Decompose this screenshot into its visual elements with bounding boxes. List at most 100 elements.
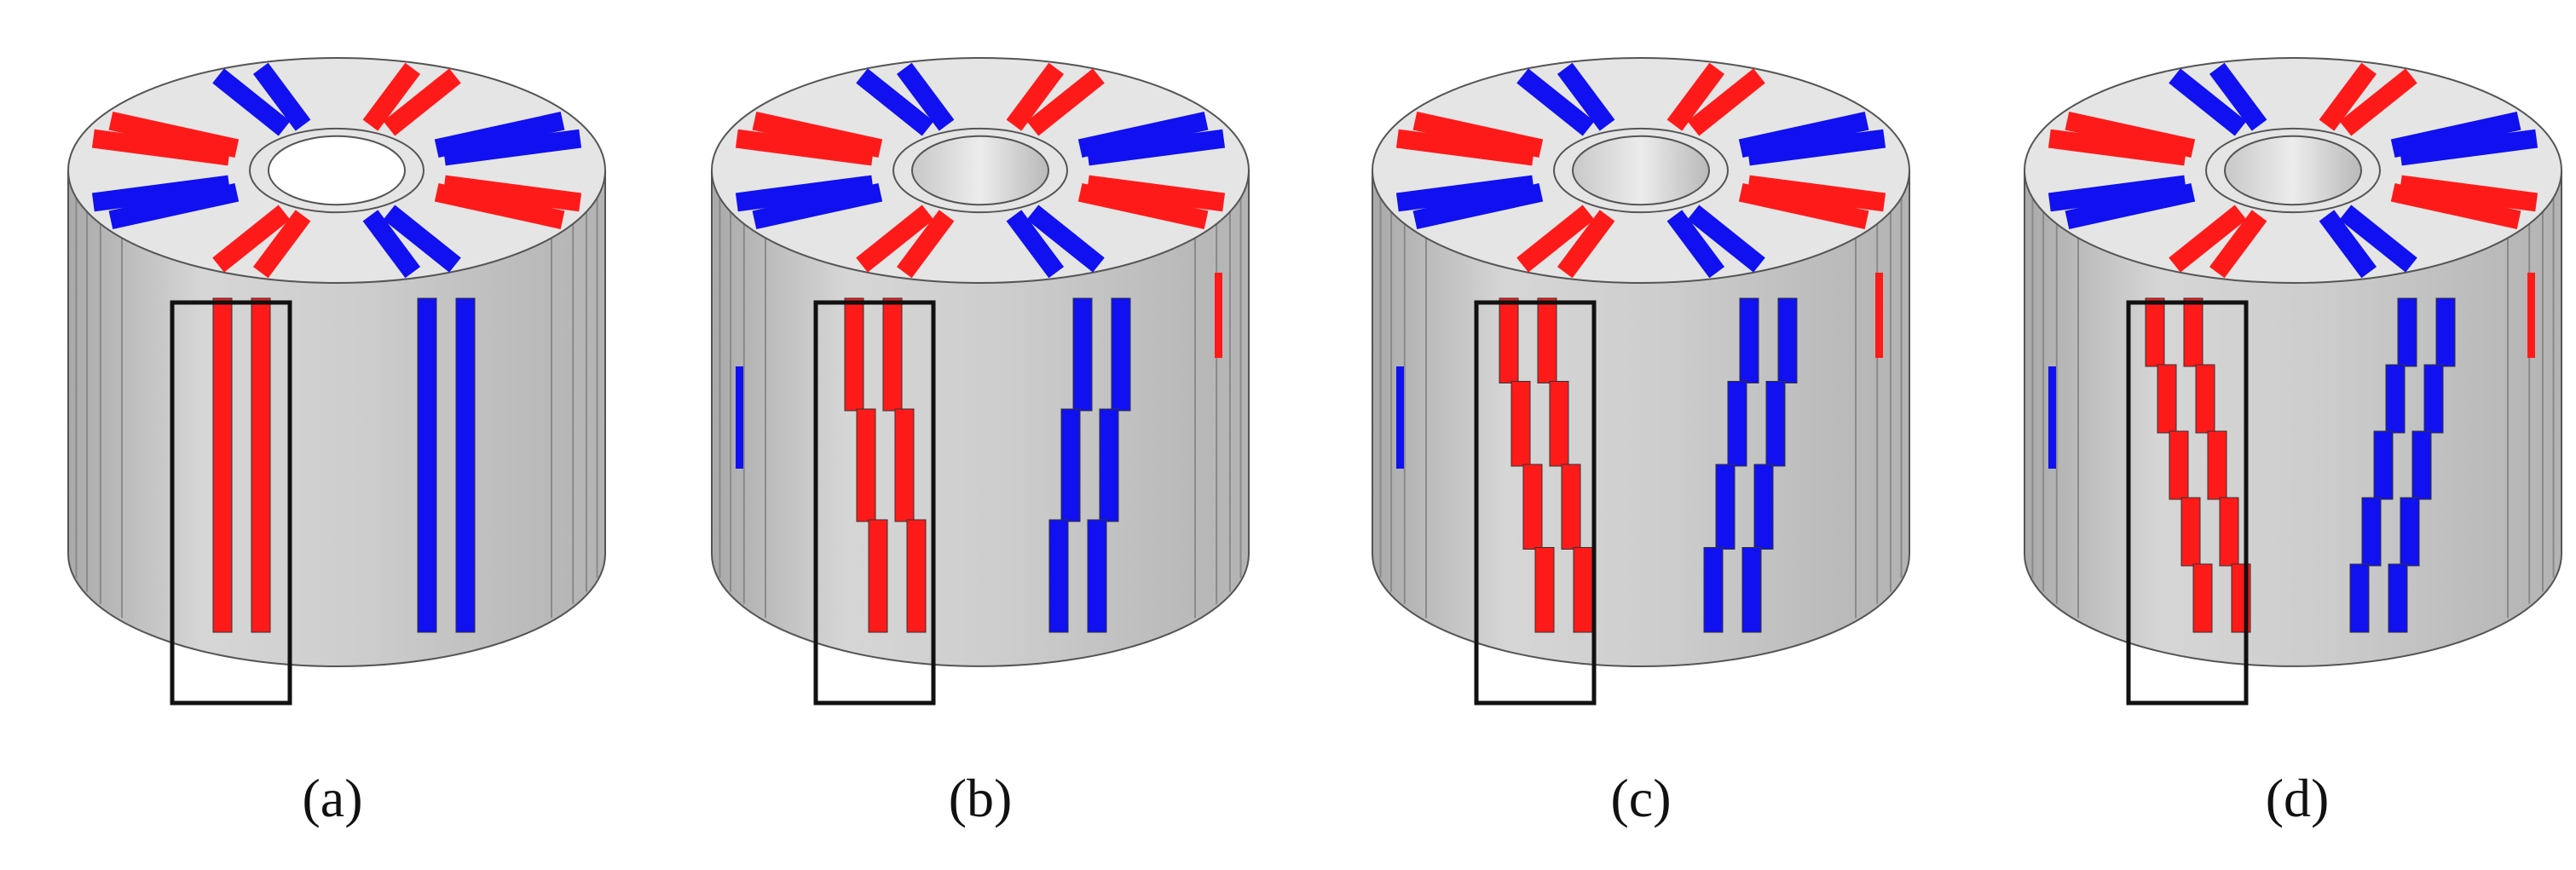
shaft-hole <box>911 135 1049 206</box>
top-magnet <box>1395 129 1535 166</box>
top-magnet <box>434 112 565 158</box>
top-magnet <box>1738 112 1869 158</box>
top-magnet <box>1086 175 1226 212</box>
magnet-strip-red <box>2169 430 2189 500</box>
top-magnet <box>383 68 461 136</box>
top-magnet <box>2390 112 2521 158</box>
top-magnet <box>2339 68 2417 136</box>
top-magnet <box>735 175 875 212</box>
magnet-strip-red <box>251 297 271 633</box>
magnet-strip-blue <box>1727 381 1747 467</box>
magnet-strip-blue <box>1111 297 1131 412</box>
magnet-strip-red <box>2195 364 2215 434</box>
top-magnet <box>1687 205 1765 273</box>
caption-b: (b) <box>948 768 1013 828</box>
caption-a: (a) <box>302 768 363 828</box>
caption-c: (c) <box>1610 768 1672 828</box>
top-magnet <box>442 175 582 212</box>
magnet-strip-blue <box>2361 497 2382 567</box>
top-magnet <box>1412 182 1544 229</box>
top-magnet <box>2339 205 2417 273</box>
top-magnet <box>1026 68 1105 136</box>
rotor-2 <box>1372 57 1910 706</box>
top-magnet <box>434 182 565 229</box>
top-magnet <box>1077 112 1209 158</box>
top-magnet <box>252 62 311 131</box>
rotor-1 <box>711 57 1250 706</box>
top-magnet <box>896 62 955 131</box>
top-magnet <box>1747 129 1886 166</box>
shaft-hole <box>268 135 406 206</box>
top-magnet <box>752 182 883 229</box>
top-magnet <box>1077 182 1209 229</box>
edge-magnet-blue <box>736 366 743 469</box>
magnet-strip-blue <box>2400 497 2420 567</box>
rotor-0 <box>67 57 606 706</box>
highlight-box <box>2126 300 2249 706</box>
top-magnet <box>1412 112 1544 158</box>
rotor-side <box>1372 170 1910 667</box>
rotor-3 <box>2024 57 2562 706</box>
magnet-strip-red <box>2183 297 2203 367</box>
magnet-strip-red <box>1510 381 1531 467</box>
top-magnet <box>1666 210 1725 279</box>
top-magnet <box>1516 68 1595 136</box>
magnet-strip-red <box>856 408 876 522</box>
top-magnet <box>362 62 421 131</box>
magnet-strip-red <box>1561 464 1581 550</box>
rotor-side <box>2024 170 2562 667</box>
top-magnet <box>2169 205 2247 273</box>
top-magnet <box>91 129 231 166</box>
magnet-strip-blue <box>1715 464 1736 550</box>
magnet-strip-blue <box>2385 364 2406 434</box>
top-magnet <box>752 112 883 158</box>
magnet-strip-red <box>2157 364 2177 434</box>
magnet-strip-red <box>844 297 864 412</box>
top-magnet <box>1006 210 1065 279</box>
top-magnet <box>2209 210 2267 279</box>
top-magnet <box>1687 68 1765 136</box>
top-magnet <box>2065 182 2196 229</box>
magnet-strip-red <box>1534 547 1555 633</box>
top-magnet <box>2169 68 2247 136</box>
magnet-strip-blue <box>1765 381 1786 467</box>
magnet-strip-blue <box>1060 408 1081 522</box>
top-magnet <box>856 205 934 273</box>
magnet-strip-blue <box>2373 430 2394 500</box>
edge-magnet-red <box>2527 273 2535 358</box>
top-magnet <box>2319 210 2377 279</box>
rotor-side <box>711 170 1250 667</box>
top-magnet <box>735 129 875 166</box>
top-magnet <box>2209 62 2267 131</box>
caption-d: (d) <box>2265 768 2330 828</box>
magnet-strip-red <box>2219 497 2239 567</box>
magnet-strip-blue <box>1099 408 1119 522</box>
magnet-strip-blue <box>1741 547 1762 633</box>
top-magnet <box>1026 205 1105 273</box>
magnet-strip-red <box>2192 563 2213 633</box>
highlight-box <box>1474 300 1597 706</box>
magnet-strip-blue <box>1048 519 1069 633</box>
magnet-strip-red <box>1537 297 1557 383</box>
magnet-strip-blue <box>2388 563 2408 633</box>
magnet-strip-red <box>868 519 888 633</box>
edge-magnet-blue <box>2048 366 2056 469</box>
top-magnet <box>896 210 955 279</box>
magnet-strip-red <box>1499 297 1519 383</box>
magnet-strip-blue <box>2411 430 2432 500</box>
magnet-strip-blue <box>455 297 476 633</box>
top-magnet <box>91 175 231 212</box>
top-magnet <box>108 182 240 229</box>
top-magnet <box>2048 129 2187 166</box>
magnet-strip-blue <box>1739 297 1759 383</box>
top-magnet <box>252 210 311 279</box>
magnet-strip-red <box>906 519 927 633</box>
top-magnet <box>1557 62 1615 131</box>
top-magnet <box>2390 182 2521 229</box>
magnet-strip-blue <box>1753 464 1774 550</box>
top-magnet <box>1557 210 1615 279</box>
top-magnet <box>362 210 421 279</box>
magnet-strip-red <box>2207 430 2227 500</box>
top-magnet <box>1666 62 1725 131</box>
